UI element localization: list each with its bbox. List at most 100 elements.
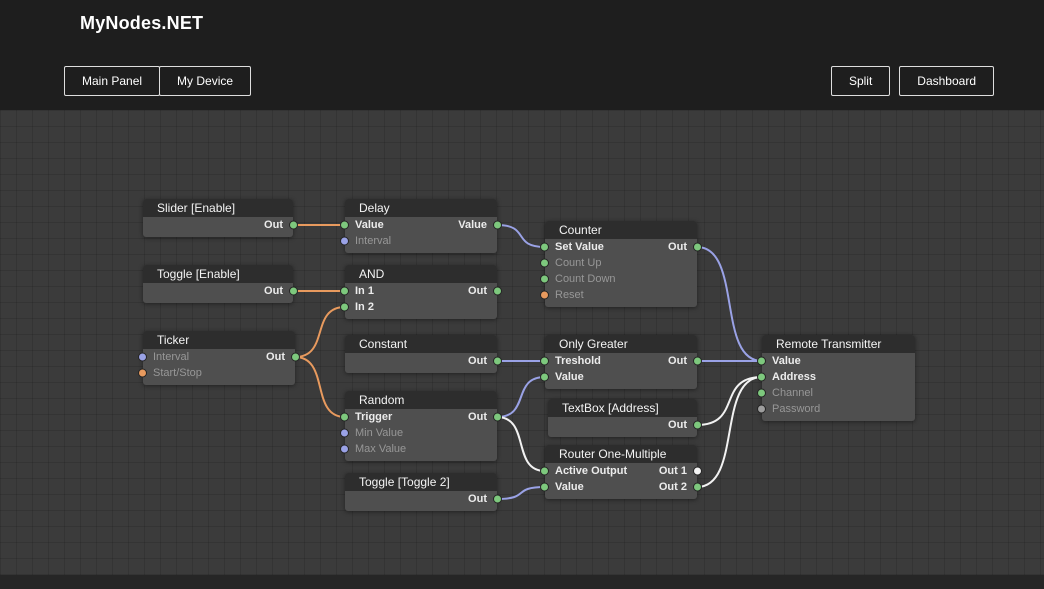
output-label: Out xyxy=(468,493,487,505)
output-port-green[interactable] xyxy=(493,286,502,296)
input-port-lavender[interactable] xyxy=(340,236,349,246)
node-title[interactable]: TextBox [Address] xyxy=(548,399,697,417)
wire-toggle-toggle2.Out-to-router-one-multiple.Value[interactable] xyxy=(496,486,546,500)
output-port-green[interactable] xyxy=(493,356,502,366)
node-row: Out xyxy=(548,417,702,433)
node-title[interactable]: Remote Transmitter xyxy=(762,335,915,353)
node-title[interactable]: Delay xyxy=(345,199,497,217)
node-row: Max Value xyxy=(340,441,497,457)
wire-random.Out-to-only-greater.Value[interactable] xyxy=(496,376,546,418)
node-title[interactable]: Counter xyxy=(545,221,697,239)
output-port-green[interactable] xyxy=(493,494,502,504)
input-label: Reset xyxy=(555,289,584,301)
output-label: Out xyxy=(668,419,687,431)
node-title[interactable]: Slider [Enable] xyxy=(143,199,293,217)
input-port-lavender[interactable] xyxy=(340,444,349,454)
input-label: Value xyxy=(355,219,384,231)
node-row: Value xyxy=(540,369,697,385)
wire-ticker.Out-to-random.Trigger[interactable] xyxy=(294,356,346,418)
input-port-green[interactable] xyxy=(540,482,549,492)
node-title[interactable]: Toggle [Enable] xyxy=(143,265,293,283)
wire-layer xyxy=(292,224,763,500)
output-port-green[interactable] xyxy=(291,352,300,362)
bottom-scrollbar[interactable] xyxy=(0,575,1044,589)
split-button[interactable]: Split xyxy=(830,66,891,96)
node-title[interactable]: Ticker xyxy=(143,331,295,349)
wire-textbox-address.Out-to-remote-transmitter.Address[interactable] xyxy=(696,376,763,426)
output-port-green[interactable] xyxy=(493,412,502,422)
node-row: Password xyxy=(757,401,915,417)
node-title[interactable]: Constant xyxy=(345,335,497,353)
input-port-green[interactable] xyxy=(540,258,549,268)
node-title[interactable]: AND xyxy=(345,265,497,283)
wire-router-one-multiple.Out-2-to-remote-transmitter.Address[interactable] xyxy=(696,376,763,488)
input-label: Count Up xyxy=(555,257,602,269)
node-row: Out xyxy=(143,217,298,233)
input-port-green[interactable] xyxy=(757,372,766,382)
wire-delay.Value-to-counter.Set-Value[interactable] xyxy=(496,224,546,248)
output-port-green[interactable] xyxy=(693,420,702,430)
input-port-green[interactable] xyxy=(540,356,549,366)
input-port-green[interactable] xyxy=(340,412,349,422)
wire-ticker.Out-to-and.In-2[interactable] xyxy=(294,306,346,358)
node-title[interactable]: Toggle [Toggle 2] xyxy=(345,473,497,491)
node-toggle-toggle2[interactable]: Toggle [Toggle 2] Out xyxy=(345,473,502,511)
node-title[interactable]: Only Greater xyxy=(545,335,697,353)
input-port-green[interactable] xyxy=(540,274,549,284)
tab-my-device[interactable]: My Device xyxy=(159,66,252,96)
input-label: Password xyxy=(772,403,821,415)
input-port-green[interactable] xyxy=(757,356,766,366)
input-port-orange[interactable] xyxy=(540,290,549,300)
input-port-orange[interactable] xyxy=(138,368,147,378)
input-port-green[interactable] xyxy=(757,388,766,398)
tab-main-panel[interactable]: Main Panel xyxy=(64,66,161,96)
input-label: Channel xyxy=(772,387,813,399)
node-row: Address xyxy=(757,369,915,385)
wire-counter.Out-to-remote-transmitter.Value[interactable] xyxy=(696,246,763,362)
node-body: Out xyxy=(143,283,298,303)
node-title[interactable]: Random xyxy=(345,391,497,409)
output-label: Out xyxy=(468,285,487,297)
output-port-white[interactable] xyxy=(693,466,702,476)
output-label: Out 1 xyxy=(658,465,687,477)
input-port-lavender[interactable] xyxy=(138,352,147,362)
output-port-green[interactable] xyxy=(289,220,298,230)
node-row: Count Down xyxy=(540,271,697,287)
output-port-green[interactable] xyxy=(693,242,702,252)
node-slider-enable[interactable]: Slider [Enable] Out xyxy=(143,199,298,237)
input-port-lavender[interactable] xyxy=(340,428,349,438)
output-label: Out xyxy=(264,219,283,231)
output-port-green[interactable] xyxy=(693,356,702,366)
output-port-green[interactable] xyxy=(693,482,702,492)
input-port-green[interactable] xyxy=(340,286,349,296)
output-port-green[interactable] xyxy=(289,286,298,296)
input-port-green[interactable] xyxy=(540,466,549,476)
node-toggle-enable[interactable]: Toggle [Enable]Out xyxy=(143,265,298,303)
input-port-green[interactable] xyxy=(540,242,549,252)
input-port-green[interactable] xyxy=(340,220,349,230)
dashboard-button[interactable]: Dashboard xyxy=(899,66,994,96)
wire-random.Out-to-router-one-multiple.Active-Output[interactable] xyxy=(496,416,546,472)
input-port-green[interactable] xyxy=(340,302,349,312)
node-title[interactable]: Router One-Multiple xyxy=(545,445,697,463)
input-port-green[interactable] xyxy=(540,372,549,382)
node-textbox-address[interactable]: TextBox [Address] Out xyxy=(548,399,702,437)
input-port-gray[interactable] xyxy=(757,404,766,414)
output-port-green[interactable] xyxy=(493,220,502,230)
